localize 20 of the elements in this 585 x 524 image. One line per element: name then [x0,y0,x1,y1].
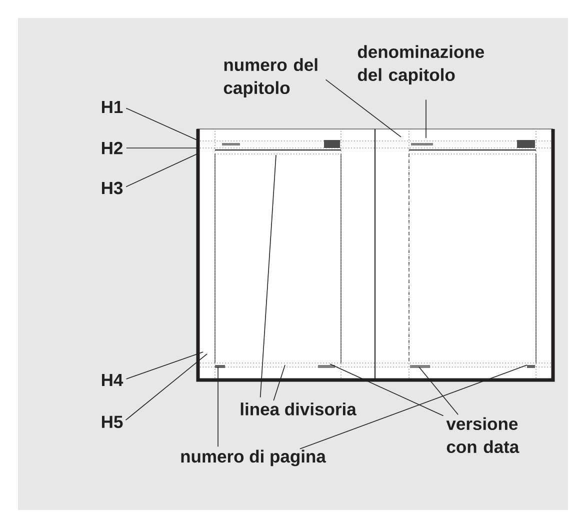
callout-label: numero del capitolo [224,58,318,98]
callout-label: linea divisoria [240,402,356,416]
callout-label: H2 [102,142,122,154]
leader-line [126,108,198,140]
leader-line [325,79,402,138]
callout-label: numero di pagina [181,450,326,466]
leader-line [125,354,208,420]
callout-label: versione con data [446,417,520,454]
leader-line [126,154,198,188]
leader-line [330,364,444,416]
callout-label: H5 [102,416,123,428]
leader-line [273,364,286,401]
callout-label: H4 [102,374,124,386]
leader-line [299,364,528,450]
leader-line [418,366,458,416]
leader-line [126,352,204,380]
callout-label: denominazione del capitolo [358,45,484,84]
callout-label: H3 [102,182,123,194]
callout-label: H1 [102,100,123,114]
leader-line [260,154,276,398]
